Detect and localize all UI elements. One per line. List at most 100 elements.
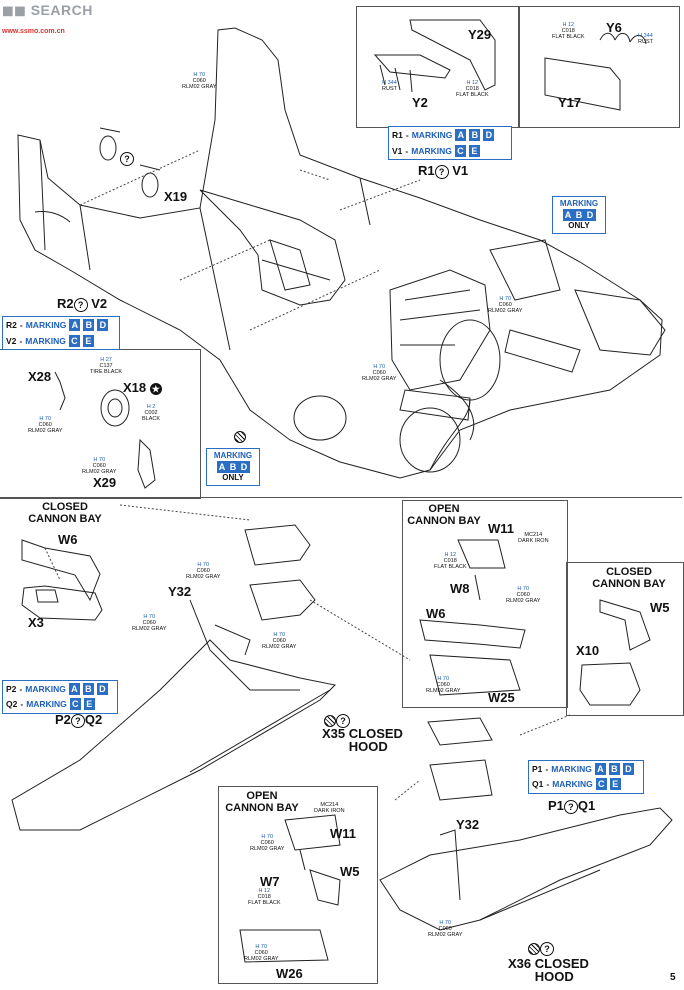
left-closed-bay-parts — [22, 540, 102, 620]
paint-name: RLM02 GRAY — [244, 956, 279, 962]
marking-only-word: ONLY — [222, 473, 244, 482]
paint-ccode: C060 — [260, 840, 274, 846]
marking-word: MARKING — [411, 130, 453, 140]
watermark-glyph: ◼◼ — [2, 2, 27, 18]
hatch-circle-icon — [234, 430, 246, 443]
caption-closed-hood-x35: CLOSED HOOD — [348, 726, 403, 754]
marking-word: MARKING — [25, 336, 66, 346]
part-label-x10: X10 — [576, 643, 600, 658]
question-icon: ? — [70, 713, 85, 728]
question-icon: ? — [73, 297, 88, 312]
paint-hcode: H 70 — [373, 364, 386, 370]
marking-word: MARKING — [411, 146, 452, 156]
marking-letter: E — [82, 335, 94, 347]
marking-letter: D — [483, 129, 495, 141]
divider-top — [0, 497, 682, 498]
marking-word: MARKING — [551, 764, 592, 774]
paint-ccode: MC214 — [524, 532, 543, 538]
marking-code: R1 — [392, 130, 403, 140]
paint-ccode: C018 — [257, 894, 271, 900]
paint-ccode: C060 — [142, 620, 156, 626]
code-v1: V1 — [452, 163, 469, 178]
open-bay-upper-art — [420, 540, 525, 695]
watermark-url: www.ssmo.com.cn — [2, 28, 65, 35]
paint-name: TIRE BLACK — [90, 369, 123, 375]
code-v2: V2 — [91, 296, 108, 311]
engine-assembly — [390, 270, 500, 400]
paint-name: RLM02 GRAY — [82, 469, 117, 475]
code-r2: R2 — [57, 296, 74, 311]
paint-hcode: H 70 — [143, 614, 156, 620]
marking-only-word: ONLY — [568, 221, 590, 230]
closed-bay-right-art — [580, 600, 650, 705]
paint-ccode: C060 — [436, 682, 450, 688]
part-label-r1-v1: R1? V1 — [418, 163, 468, 179]
paint-name: RLM02 GRAY — [250, 846, 285, 852]
paint-name: FLAT BLACK — [434, 564, 467, 570]
marking-letter: A — [68, 683, 80, 695]
code-q2: Q2 — [84, 712, 103, 727]
part-label-y6: Y6 — [606, 20, 622, 35]
caption-open-bay-lower: OPEN CANNON BAY — [225, 790, 299, 814]
marking-only-title: MARKING — [559, 199, 599, 208]
inset-y6-y17 — [518, 6, 680, 128]
marking-letter: B — [573, 209, 585, 221]
marking-letter: A — [562, 209, 574, 221]
paint-hcode: H 70 — [437, 676, 450, 682]
part-code-x18: X18 — [123, 380, 147, 395]
part-label-p2-q2: P2?Q2 — [55, 712, 102, 728]
inset-open-bay-upper — [402, 500, 568, 708]
y29-y2-art — [375, 20, 495, 92]
paint-name: FLAT BLACK — [456, 92, 489, 98]
marking-code: P2 — [6, 684, 17, 694]
paint-ccode: C060 — [254, 950, 268, 956]
marking-code: P1 — [532, 764, 543, 774]
caption-closed-hood-x36: CLOSED HOOD — [534, 956, 589, 984]
paint-name: RLM02 GRAY — [28, 428, 63, 434]
paint-ccode: C060 — [498, 302, 512, 308]
guide-lines — [45, 150, 570, 800]
paint-ccode: C018 — [443, 558, 457, 564]
code-p2: P2 — [55, 712, 71, 727]
left-wing — [12, 600, 335, 830]
watermark-logo: ◼◼ SEARCH www.ssmo.com.cn — [2, 2, 93, 38]
code-x35: X35 — [322, 726, 346, 741]
paint-name: RLM02 GRAY — [488, 308, 523, 314]
paint-hcode: H 12 — [444, 552, 457, 558]
code-x36: X36 — [508, 956, 532, 971]
question-icon: ? — [434, 164, 449, 179]
part-label-x35: ? — [324, 712, 350, 728]
part-label-p1-q1: P1?Q1 — [548, 798, 595, 814]
marking-letter: A — [594, 763, 606, 775]
question-marker-tailwheel: ? — [120, 150, 134, 168]
marking-word: MARKING — [26, 699, 67, 709]
part-label-x19: X19 — [164, 189, 188, 204]
paint-hcode: H 27 — [100, 357, 112, 363]
marking-letter: A — [216, 461, 228, 473]
marking-letter: D — [97, 319, 109, 331]
part-label-w26: W26 — [276, 966, 303, 981]
paint-hcode: H 70 — [517, 586, 530, 592]
marking-code: V1 — [392, 146, 403, 156]
code-r1: R1 — [418, 163, 435, 178]
paint-hcode: H 12 — [562, 22, 575, 28]
part-label-w25: W25 — [488, 690, 515, 705]
marking-letter: B — [608, 763, 620, 775]
paint-hcode: H 344 — [638, 33, 653, 39]
paint-name: FLAT BLACK — [248, 900, 281, 906]
code-q1: Q1 — [577, 798, 596, 813]
